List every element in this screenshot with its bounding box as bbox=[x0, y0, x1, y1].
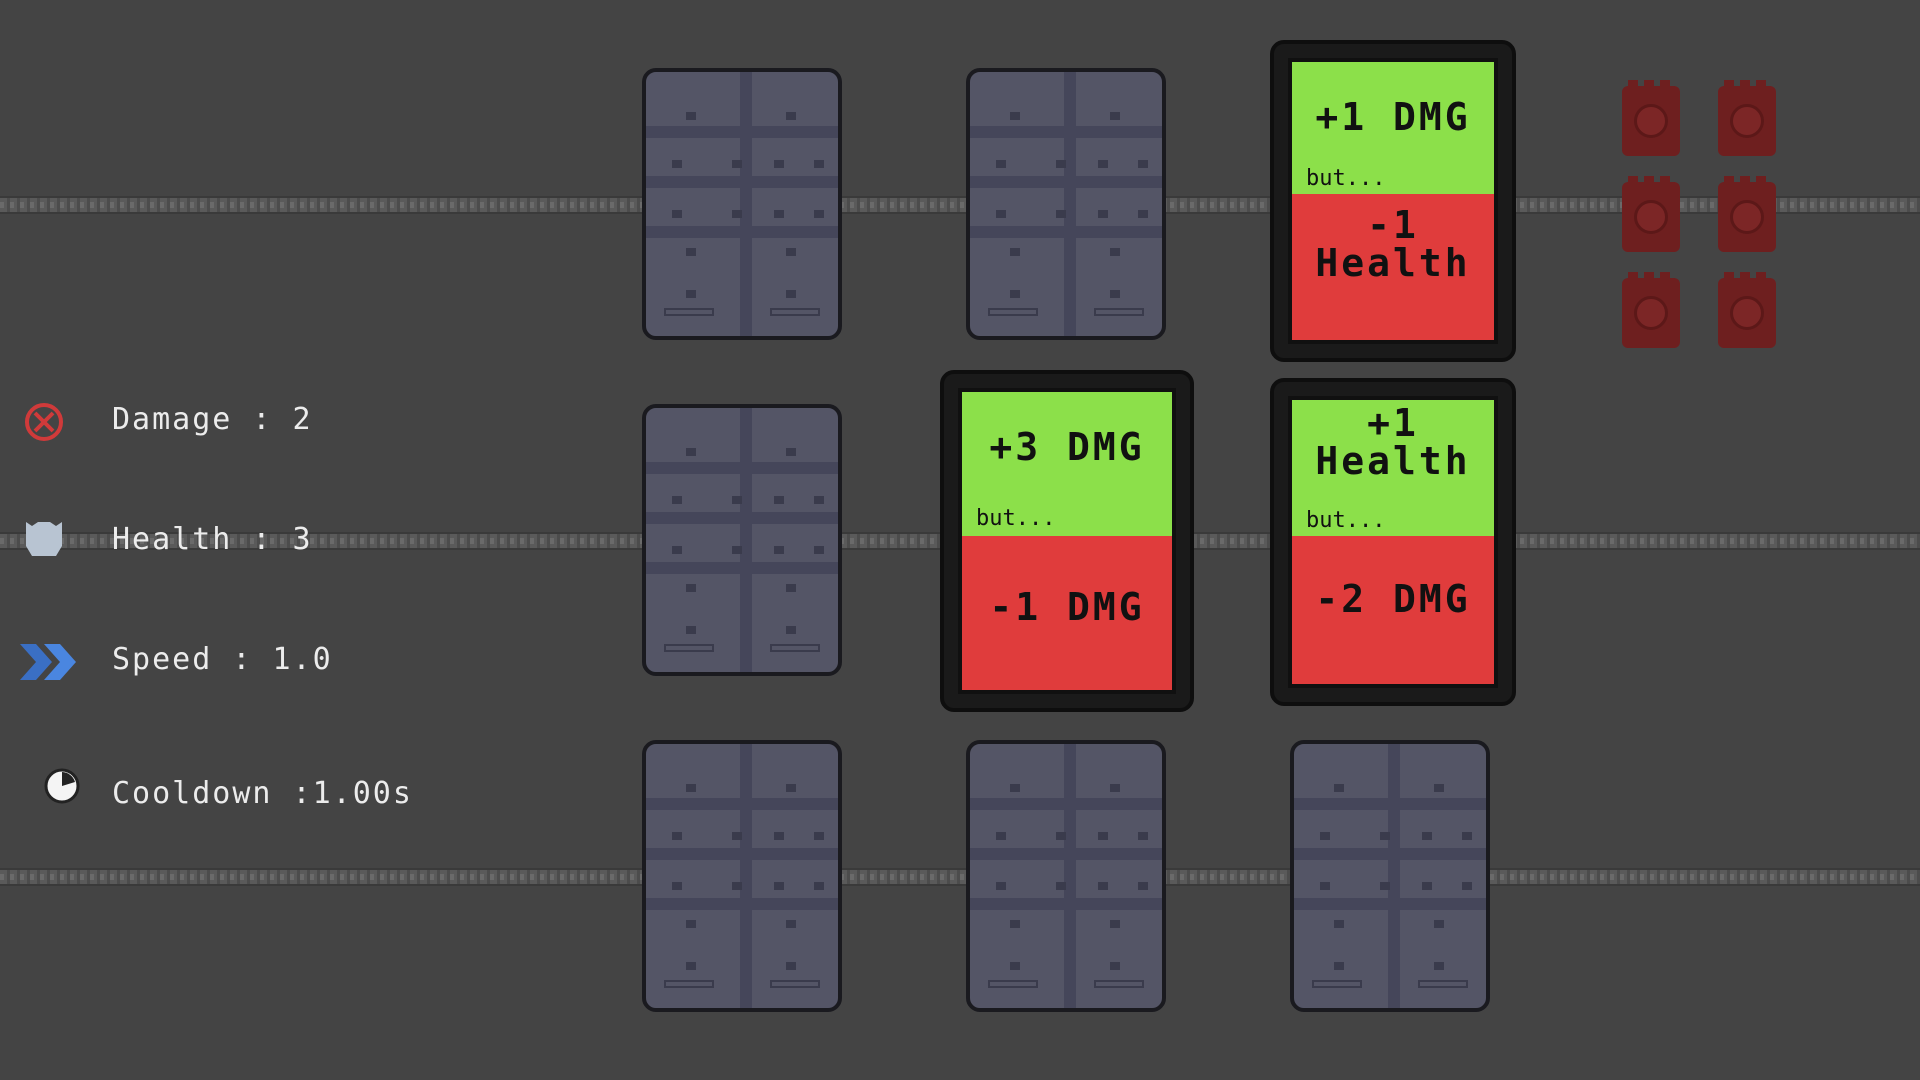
card-downside-text: -2 DMG bbox=[1315, 577, 1471, 621]
speed-label: Speed : 1.0 bbox=[112, 642, 333, 677]
card-but-text: but... bbox=[1306, 166, 1386, 191]
enemy-tank-icon bbox=[1718, 80, 1776, 156]
card-downside-text: -1 Health bbox=[1315, 203, 1471, 285]
upgrade-card[interactable]: +1 Health but... -2 DMG bbox=[1270, 378, 1516, 706]
cooldown-label: Cooldown :1.00s bbox=[112, 776, 413, 811]
enemy-tank-icon bbox=[1622, 176, 1680, 252]
empty-card-slot bbox=[1290, 740, 1490, 1012]
empty-card-slot bbox=[966, 68, 1166, 340]
card-upside: +1 Health but... bbox=[1292, 400, 1494, 544]
card-upside-text: +3 DMG bbox=[989, 425, 1145, 469]
speed-chevrons-icon bbox=[20, 644, 76, 680]
empty-card-slot bbox=[966, 740, 1166, 1012]
card-downside: -2 DMG bbox=[1292, 536, 1494, 684]
empty-card-slot bbox=[642, 740, 842, 1012]
upgrade-card[interactable]: +1 DMG but... -1 Health bbox=[1270, 40, 1516, 362]
enemy-tank-icon bbox=[1622, 80, 1680, 156]
damage-target-icon bbox=[25, 403, 63, 441]
health-label: Health : 3 bbox=[112, 522, 313, 557]
empty-card-slot bbox=[642, 68, 842, 340]
card-upside-text: +1 DMG bbox=[1315, 95, 1471, 139]
enemy-tank-icon bbox=[1718, 176, 1776, 252]
enemy-tank-icon bbox=[1622, 272, 1680, 348]
card-upside-text: +1 Health bbox=[1315, 401, 1471, 483]
card-face: +3 DMG but... -1 DMG bbox=[958, 388, 1176, 694]
card-face: +1 Health but... -2 DMG bbox=[1288, 396, 1498, 688]
stat-cooldown: Cooldown :1.00s bbox=[0, 766, 520, 826]
enemy-tank-icon bbox=[1718, 272, 1776, 348]
empty-card-slot bbox=[642, 404, 842, 676]
upgrade-card[interactable]: +3 DMG but... -1 DMG bbox=[940, 370, 1194, 712]
card-upside: +3 DMG but... bbox=[962, 392, 1172, 542]
shield-icon bbox=[26, 522, 62, 556]
damage-label: Damage : 2 bbox=[112, 402, 313, 437]
card-downside: -1 DMG bbox=[962, 536, 1172, 690]
card-but-text: but... bbox=[976, 506, 1056, 531]
card-face: +1 DMG but... -1 Health bbox=[1288, 58, 1498, 344]
rail-row-3 bbox=[0, 868, 1920, 886]
card-downside: -1 Health bbox=[1292, 194, 1494, 340]
card-upside: +1 DMG but... bbox=[1292, 62, 1494, 202]
card-downside-text: -1 DMG bbox=[989, 585, 1145, 629]
stat-speed: Speed : 1.0 bbox=[0, 632, 520, 692]
card-but-text: but... bbox=[1306, 508, 1386, 533]
clock-icon bbox=[44, 768, 80, 804]
stat-health: Health : 3 bbox=[0, 512, 520, 572]
stat-damage: Damage : 2 bbox=[0, 392, 520, 452]
